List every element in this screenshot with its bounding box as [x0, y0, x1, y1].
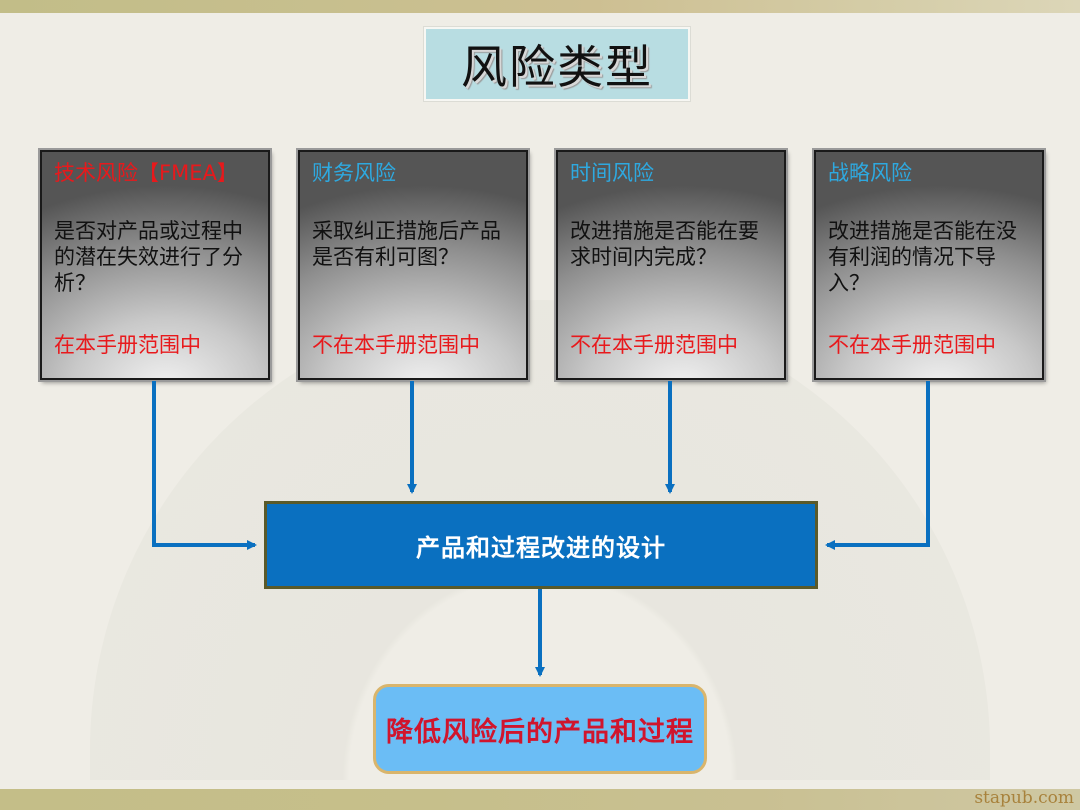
arrow-technical-to-center: [152, 381, 257, 550]
bottom-decorative-band: [0, 789, 1080, 810]
risk-card-technical: 技术风险【FMEA】 是否对产品或过程中的潜在失效进行了分析？ 在本手册范围中: [40, 150, 270, 380]
risk-card-title: 战略风险: [828, 161, 912, 185]
title-box: 风险类型: [424, 27, 690, 101]
risk-card-title: 技术风险【FMEA】: [54, 161, 238, 185]
risk-card-strategic: 战略风险 改进措施是否能在没有利润的情况下导入？ 不在本手册范围中: [814, 150, 1044, 380]
arrow-strategic-to-center: [825, 381, 930, 550]
result-label: 降低风险后的产品和过程: [386, 716, 694, 748]
risk-card-scope: 不在本手册范围中: [570, 333, 738, 357]
risk-card-question: 是否对产品或过程中的潜在失效进行了分析？: [54, 219, 243, 295]
page-title: 风险类型: [461, 40, 653, 94]
watermark: stapub.com: [974, 788, 1074, 808]
center-process-label: 产品和过程改进的设计: [416, 533, 666, 562]
risk-card-time: 时间风险 改进措施是否能在要求时间内完成？ 不在本手册范围中: [556, 150, 786, 380]
risk-card-scope: 在本手册范围中: [54, 333, 201, 357]
top-decorative-band: [0, 0, 1080, 13]
center-process-box: 产品和过程改进的设计: [264, 501, 818, 589]
risk-card-scope: 不在本手册范围中: [828, 333, 996, 357]
risk-card-financial: 财务风险 采取纠正措施后产品是否有利可图？ 不在本手册范围中: [298, 150, 528, 380]
risk-card-title: 时间风险: [570, 161, 654, 185]
result-box: 降低风险后的产品和过程: [373, 684, 707, 774]
risk-card-question: 采取纠正措施后产品是否有利可图？: [312, 219, 501, 269]
risk-card-title: 财务风险: [312, 161, 396, 185]
risk-card-question: 改进措施是否能在要求时间内完成？: [570, 219, 759, 269]
risk-card-scope: 不在本手册范围中: [312, 333, 480, 357]
risk-card-question: 改进措施是否能在没有利润的情况下导入？: [828, 219, 1017, 295]
